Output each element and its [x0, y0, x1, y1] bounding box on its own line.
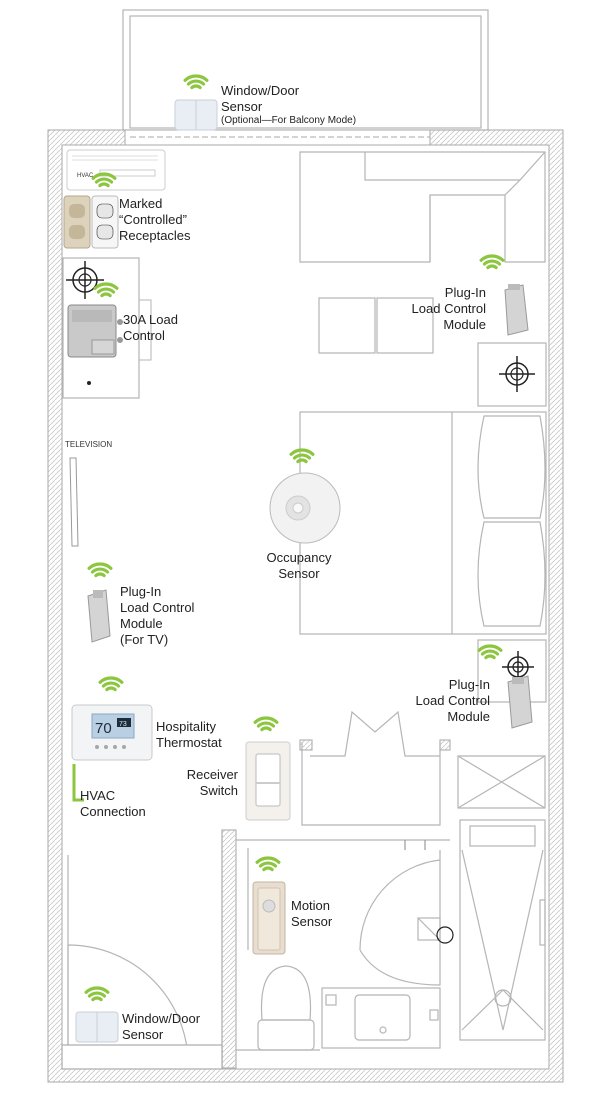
motion-sensor-label: Motion Sensor: [291, 898, 332, 930]
wireless-icon-occupancy: [289, 448, 315, 464]
load-control-30a: [67, 304, 123, 358]
occupancy-sensor: [269, 472, 341, 544]
wireless-icon-motion: [255, 856, 281, 872]
television: TELEVISION: [65, 440, 112, 547]
television-label: TELEVISION: [65, 440, 112, 449]
occupancy-line2: Sensor: [278, 566, 320, 581]
window-door-sensor-bottom: [75, 1011, 119, 1043]
motion-line2: Sensor: [291, 914, 333, 929]
thermostat-temp: 70: [95, 720, 112, 737]
marked-receptacles-line1: Marked: [119, 196, 163, 211]
window-door-bottom-line1: Window/Door: [122, 1011, 201, 1026]
wireless-icon-top-window: [183, 74, 209, 90]
bathroom: [221, 819, 546, 1069]
thermostat-label: Hospitality Thermostat: [156, 719, 222, 751]
plugin-top-label: Plug-In Load Control Module: [404, 285, 486, 333]
wireless-icon-receptacles: [91, 172, 117, 188]
hvac-unit-label: HVAC: [77, 173, 94, 179]
motion-line1: Motion: [291, 898, 331, 913]
room-walls: [47, 129, 564, 1083]
plugin-module-bottom: [507, 675, 533, 729]
thermostat-line2: Thermostat: [156, 735, 222, 750]
wireless-icon-plugin-top: [479, 254, 505, 270]
receiver-switch-label: Receiver Switch: [180, 767, 238, 799]
hvac-connection-wire: [72, 764, 84, 802]
entry-walls: [299, 710, 546, 826]
receiver-switch: [245, 741, 291, 821]
window-door-top-note: (Optional—For Balcony Mode): [221, 115, 357, 126]
window-door-top-line2: Sensor: [221, 99, 263, 114]
plugin-module-top: [504, 284, 529, 336]
plugin-tv-line1: Plug-In: [120, 584, 162, 599]
receptacles: [63, 195, 119, 249]
desk: [62, 257, 152, 399]
thermostat: 70 73: [71, 704, 153, 761]
entrance-door: [61, 855, 223, 1070]
plugin-module-tv: [87, 589, 111, 643]
hvac-connection-line2: Connection: [80, 804, 146, 819]
hvac-unit: HVAC: [66, 149, 166, 191]
plugin-top-line2: Load Control: [411, 301, 486, 316]
window-door-sensor-bottom-label: Window/Door Sensor: [122, 1011, 200, 1043]
wireless-icon-switch: [253, 716, 279, 732]
occupancy-line1: Occupancy: [266, 550, 332, 565]
nightstand-top: [477, 342, 547, 407]
plugin-tv-line3: Module: [120, 616, 163, 631]
hvac-connection-line1: HVAC: [80, 788, 116, 803]
plugin-bottom-label: Plug-In Load Control Module: [404, 677, 490, 725]
ottomans: [318, 297, 434, 354]
plugin-tv-line4: (For TV): [120, 632, 169, 647]
wireless-icon-plugin-bottom: [477, 644, 503, 660]
motion-sensor: [252, 881, 286, 955]
marked-receptacles-line2: “Controlled”: [119, 212, 187, 227]
receiver-switch-line2: Switch: [199, 783, 238, 798]
plugin-bottom-line3: Module: [447, 709, 490, 724]
marked-receptacles-line3: Receptacles: [119, 228, 191, 243]
load-control-30a-label: 30A Load Control: [123, 312, 178, 344]
window-door-bottom-line2: Sensor: [122, 1027, 164, 1042]
wireless-icon-30a: [93, 282, 119, 298]
thermostat-line1: Hospitality: [156, 719, 216, 734]
marked-receptacles-label: Marked “Controlled” Receptacles: [119, 196, 191, 244]
sofa: [299, 151, 546, 263]
wireless-icon-bottom-window: [84, 986, 110, 1002]
window-door-sensor-top: [174, 99, 218, 131]
receiver-switch-line1: Receiver: [186, 767, 238, 782]
occupancy-sensor-label: Occupancy Sensor: [254, 550, 344, 582]
plugin-bottom-line1: Plug-In: [448, 677, 490, 692]
plugin-top-line3: Module: [443, 317, 486, 332]
plugin-tv-line2: Load Control: [120, 600, 195, 615]
window-door-sensor-top-label: Window/Door Sensor (Optional—For Balcony…: [221, 83, 356, 127]
plugin-top-line1: Plug-In: [444, 285, 486, 300]
bed: [299, 411, 547, 635]
plugin-tv-label: Plug-In Load Control Module (For TV): [120, 584, 194, 648]
window-door-top-line1: Window/Door: [221, 83, 300, 98]
thermostat-setpoint: 73: [119, 721, 127, 728]
wireless-icon-thermostat: [98, 676, 124, 692]
load-control-30a-line1: 30A Load: [123, 312, 178, 327]
hvac-connection-label: HVAC Connection: [80, 788, 146, 820]
wireless-icon-plugin-tv: [87, 562, 113, 578]
plugin-bottom-line2: Load Control: [415, 693, 490, 708]
load-control-30a-line2: Control: [123, 328, 165, 343]
wireless-signal-icons: [84, 74, 505, 1002]
